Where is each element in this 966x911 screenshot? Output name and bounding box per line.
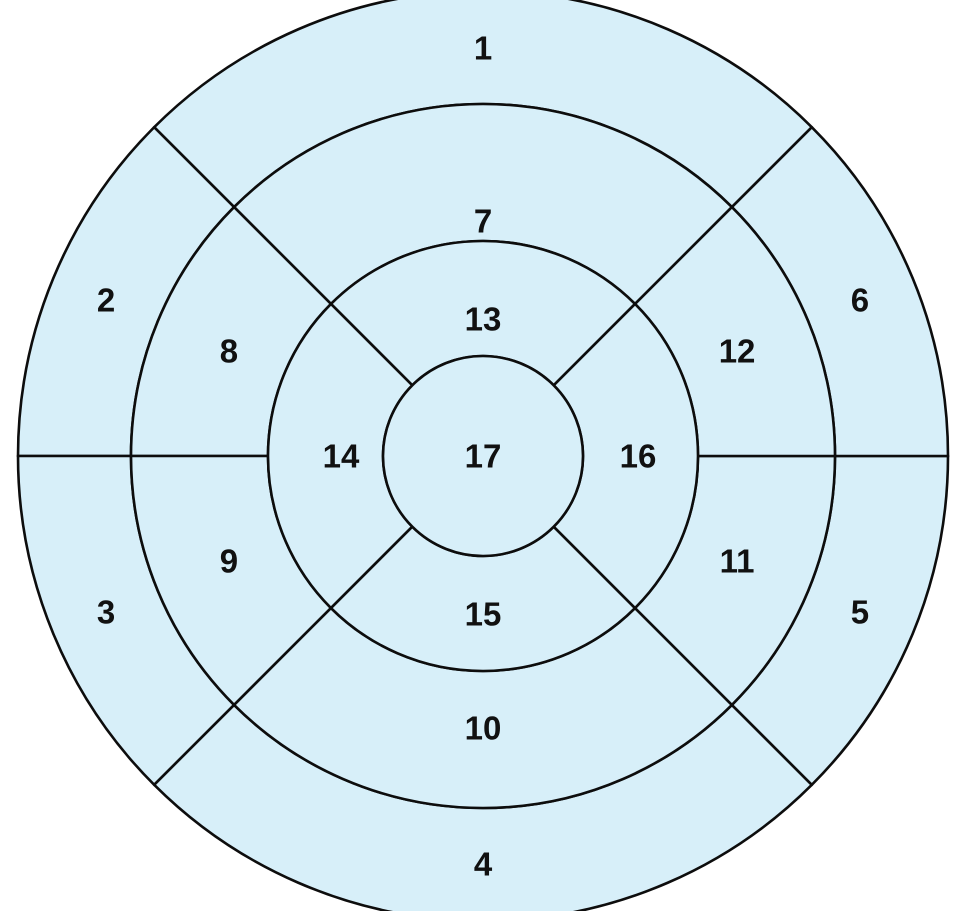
sector-label-17: 17: [465, 438, 502, 475]
sector-label-15: 15: [465, 596, 502, 633]
sector-shapes-group: [16, 0, 950, 911]
sector-label-5: 5: [851, 594, 869, 631]
sector-label-9: 9: [220, 543, 238, 580]
sector-label-2: 2: [97, 281, 115, 318]
sector-label-3: 3: [97, 594, 115, 631]
sector-label-14: 14: [323, 438, 360, 475]
sector-label-12: 12: [719, 332, 756, 369]
sector-17[interactable]: [381, 354, 585, 558]
sector-label-10: 10: [465, 710, 502, 747]
sector-label-7: 7: [474, 203, 492, 240]
sector-label-11: 11: [720, 543, 755, 580]
sector-label-6: 6: [851, 281, 869, 318]
sector-label-1: 1: [474, 30, 492, 67]
sector-label-8: 8: [220, 332, 238, 369]
sector-label-13: 13: [465, 301, 502, 338]
sector-label-4: 4: [474, 846, 493, 883]
sector-label-16: 16: [620, 438, 657, 475]
